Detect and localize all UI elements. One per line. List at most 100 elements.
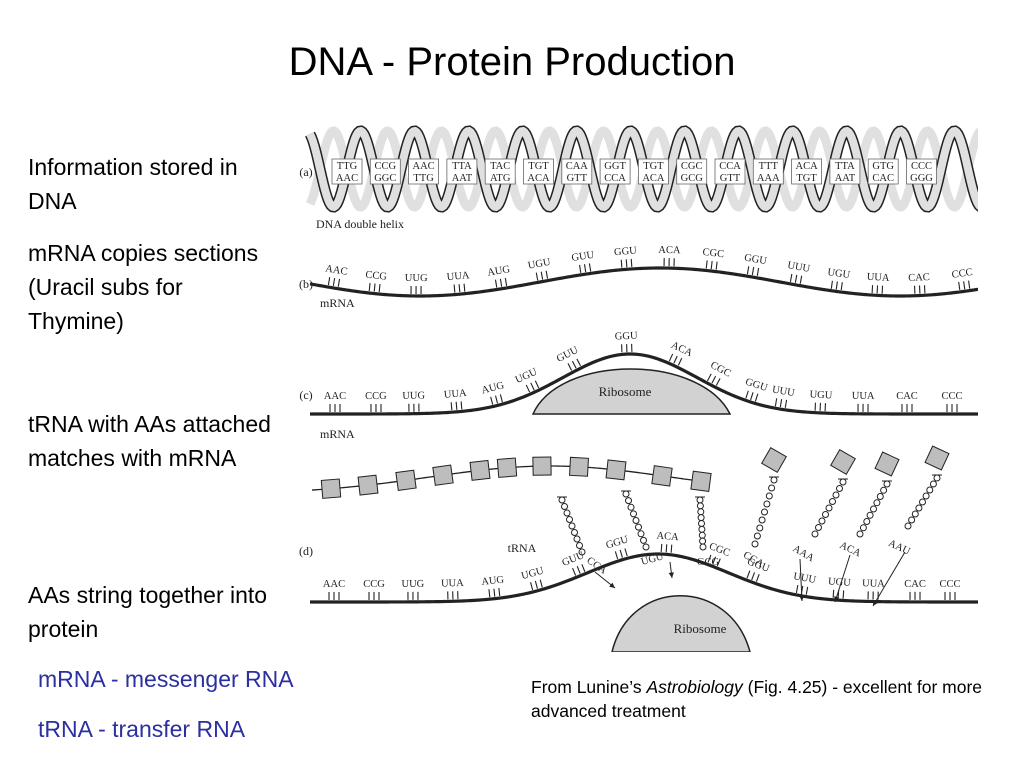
base-tick [494,279,498,288]
trna-base [642,543,650,551]
dna-top-codon: TGT [528,161,549,172]
trna-base [697,508,705,516]
base-tick [779,399,783,408]
base-tick [835,281,838,290]
trna-base [836,485,843,492]
trna-base [761,508,768,516]
dna-top-codon: TTA [835,161,855,172]
dna-base-pair-box [561,158,593,185]
mrna-b-codon [913,285,926,294]
mrna-b-codon-label: UUG [405,273,428,284]
base-tick [842,590,845,599]
mrna-b-codon [620,258,633,268]
mrna-d-codon-label: AUG [481,574,505,587]
mrna-c-codon-label: UGU [514,366,540,386]
base-tick [624,548,628,557]
bullet-dna-storage: Information stored in DNA [28,154,238,214]
mrna-c-codon-label: UGU [809,389,833,401]
mrna-d-codon-label: GGU [605,534,630,551]
dna-bottom-codon: GTT [720,173,741,184]
trna-base [873,499,881,507]
trna-base [922,492,930,500]
mrna-b-codon-label: UGU [827,267,851,281]
amino-acid [469,459,491,481]
trna-base [576,542,583,549]
base-tick [545,270,549,279]
base-tick [746,266,750,275]
dna-bottom-codon: AAA [757,173,780,184]
mrna-d-codon [530,579,543,591]
panel-label-a: (a) [299,165,312,179]
trna-base [911,510,919,518]
base-tick [498,588,501,597]
arrow-head [609,582,615,588]
mrna-d-codon-label: UUG [401,579,424,590]
base-tick [463,283,466,292]
trna-base [763,500,771,508]
mrna-b-codon [410,285,422,295]
figure-caption: From Lunine’s Astrobiology (Fig. 4.25) -… [531,675,1001,723]
mrna-b-codon-label: CGC [702,247,725,260]
trna-base [632,517,640,524]
base-tick [539,579,543,588]
mrna-d-codon [707,554,721,567]
base-tick [707,373,712,382]
trna-base [753,532,761,540]
base-tick [677,357,683,366]
mrna-d-codon [447,591,459,600]
glossary-trna: tRNA - transfer RNA [38,716,246,742]
base-tick [958,281,961,290]
trna-base [698,525,706,533]
trna-base [571,529,578,536]
base-tick [583,264,587,273]
mrna-b-codon [494,277,508,288]
mrna-b-codon [830,280,843,291]
mrna-b-codon-label: AUG [487,264,512,279]
mrna-d-codon [407,591,419,600]
dna-base-pair-box [752,158,784,185]
mrna-c-codon [946,404,958,412]
base-tick [567,363,573,371]
trna-base [698,520,705,527]
mrna-c-codon-label: UUG [402,390,425,401]
mrna-b-codon [663,257,675,267]
mrna-c-codon [567,358,582,371]
trna-base [696,502,704,510]
base-tick [458,284,461,293]
binding-arrow [668,561,674,579]
dna-top-codon: CCA [719,161,741,172]
panel-label-b: (b) [299,277,313,291]
base-tick [453,284,456,293]
dna-bottom-codon: GTT [567,173,588,184]
mrna-c-codon [621,343,633,353]
amino-acid [690,470,712,492]
mrna-c-codon-label: UUU [771,385,796,400]
base-tick [751,267,755,276]
trna-base [880,486,888,494]
base-tick [711,375,717,384]
base-tick [494,395,499,404]
base-tick [571,360,577,369]
mrna-d-codon-label: UUU [792,571,817,586]
dna-base-pair-box [829,158,861,185]
mrna-d-codon [368,592,380,600]
dna-top-codon: CCG [375,161,397,172]
mrna-c-codon-label: CCC [941,391,962,402]
mrna-b-codon [958,280,971,290]
base-tick [337,278,341,287]
binding-arrow [594,571,616,589]
trna-base [825,504,833,512]
amino-acid [874,451,900,477]
base-tick [378,284,381,293]
trna-base [856,530,864,538]
trna-base [698,531,706,539]
base-tick [572,567,577,576]
mrna-b-codon [705,260,718,270]
base-tick [540,271,544,280]
